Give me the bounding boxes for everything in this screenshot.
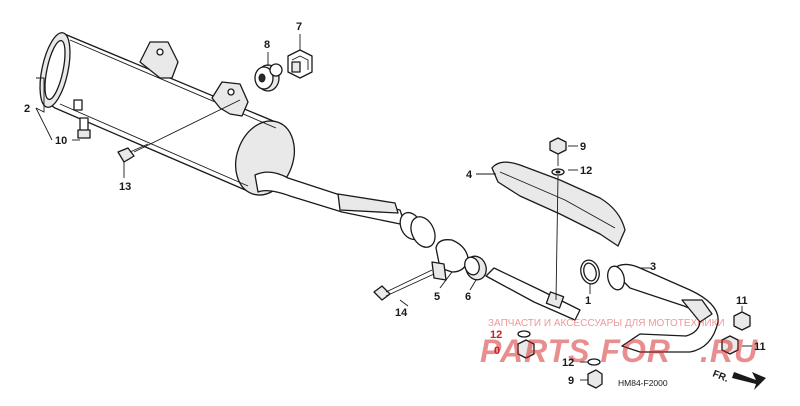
rubber-bushing bbox=[254, 63, 283, 92]
callout-4: 4 bbox=[466, 169, 473, 181]
front-label: FR. bbox=[711, 369, 730, 385]
callout-11-bottom: 11 bbox=[754, 341, 766, 353]
callout-1: 1 bbox=[585, 295, 591, 307]
gasket-ring bbox=[580, 259, 600, 285]
bolt-10 bbox=[77, 117, 91, 139]
callout-11-top: 11 bbox=[736, 295, 748, 307]
muffler-mount-bracket-front bbox=[139, 41, 179, 79]
callout-14: 14 bbox=[395, 307, 408, 319]
bracket-clip bbox=[287, 49, 313, 79]
middle-pipe bbox=[485, 267, 581, 321]
nut-9-top bbox=[549, 137, 567, 166]
nut-11-top bbox=[733, 311, 751, 331]
callout-2: 2 bbox=[24, 103, 30, 115]
callout-10: 10 bbox=[55, 135, 67, 147]
front-arrow: FR. bbox=[711, 369, 766, 390]
callout-9-bottom: 9 bbox=[568, 375, 574, 387]
pipe-clamp bbox=[431, 239, 469, 281]
muffler bbox=[39, 32, 436, 248]
callout-9-top: 9 bbox=[580, 141, 586, 153]
front-arrow-icon bbox=[732, 372, 766, 390]
callout-12-red: 12 bbox=[490, 329, 502, 341]
watermark-caption: ЗАПЧАСТИ И АКСЕССУАРЫ ДЛЯ МОТОТЕХНИКИ bbox=[488, 318, 725, 329]
bolt-13 bbox=[117, 143, 149, 163]
leader-lines bbox=[35, 34, 752, 381]
callout-8: 8 bbox=[264, 39, 270, 51]
joint-gasket bbox=[464, 255, 487, 281]
callout-7: 7 bbox=[296, 21, 302, 33]
washer-12-top bbox=[551, 168, 565, 176]
diagram-code: HM84-F2000 bbox=[618, 378, 668, 388]
callout-3: 3 bbox=[650, 261, 656, 273]
nut-0-red bbox=[517, 339, 535, 359]
heat-shield bbox=[491, 161, 626, 247]
callout-12-top: 12 bbox=[580, 165, 592, 177]
exhaust-pipe bbox=[607, 263, 719, 353]
long-bolt bbox=[373, 269, 435, 301]
callout-6: 6 bbox=[465, 291, 471, 303]
callout-0-red: 0 bbox=[494, 345, 500, 357]
nut-9-bottom bbox=[587, 369, 603, 389]
callout-13: 13 bbox=[119, 181, 131, 193]
nut-11-bottom bbox=[721, 335, 739, 355]
callout-5: 5 bbox=[434, 291, 440, 303]
watermark-domain: .RU bbox=[700, 333, 758, 369]
muffler-mount-bracket-rear bbox=[211, 81, 249, 117]
washer-12-red bbox=[517, 330, 531, 338]
watermark-brand: PARTS FOR bbox=[480, 333, 671, 369]
callout-12-bottom: 12 bbox=[562, 357, 574, 369]
